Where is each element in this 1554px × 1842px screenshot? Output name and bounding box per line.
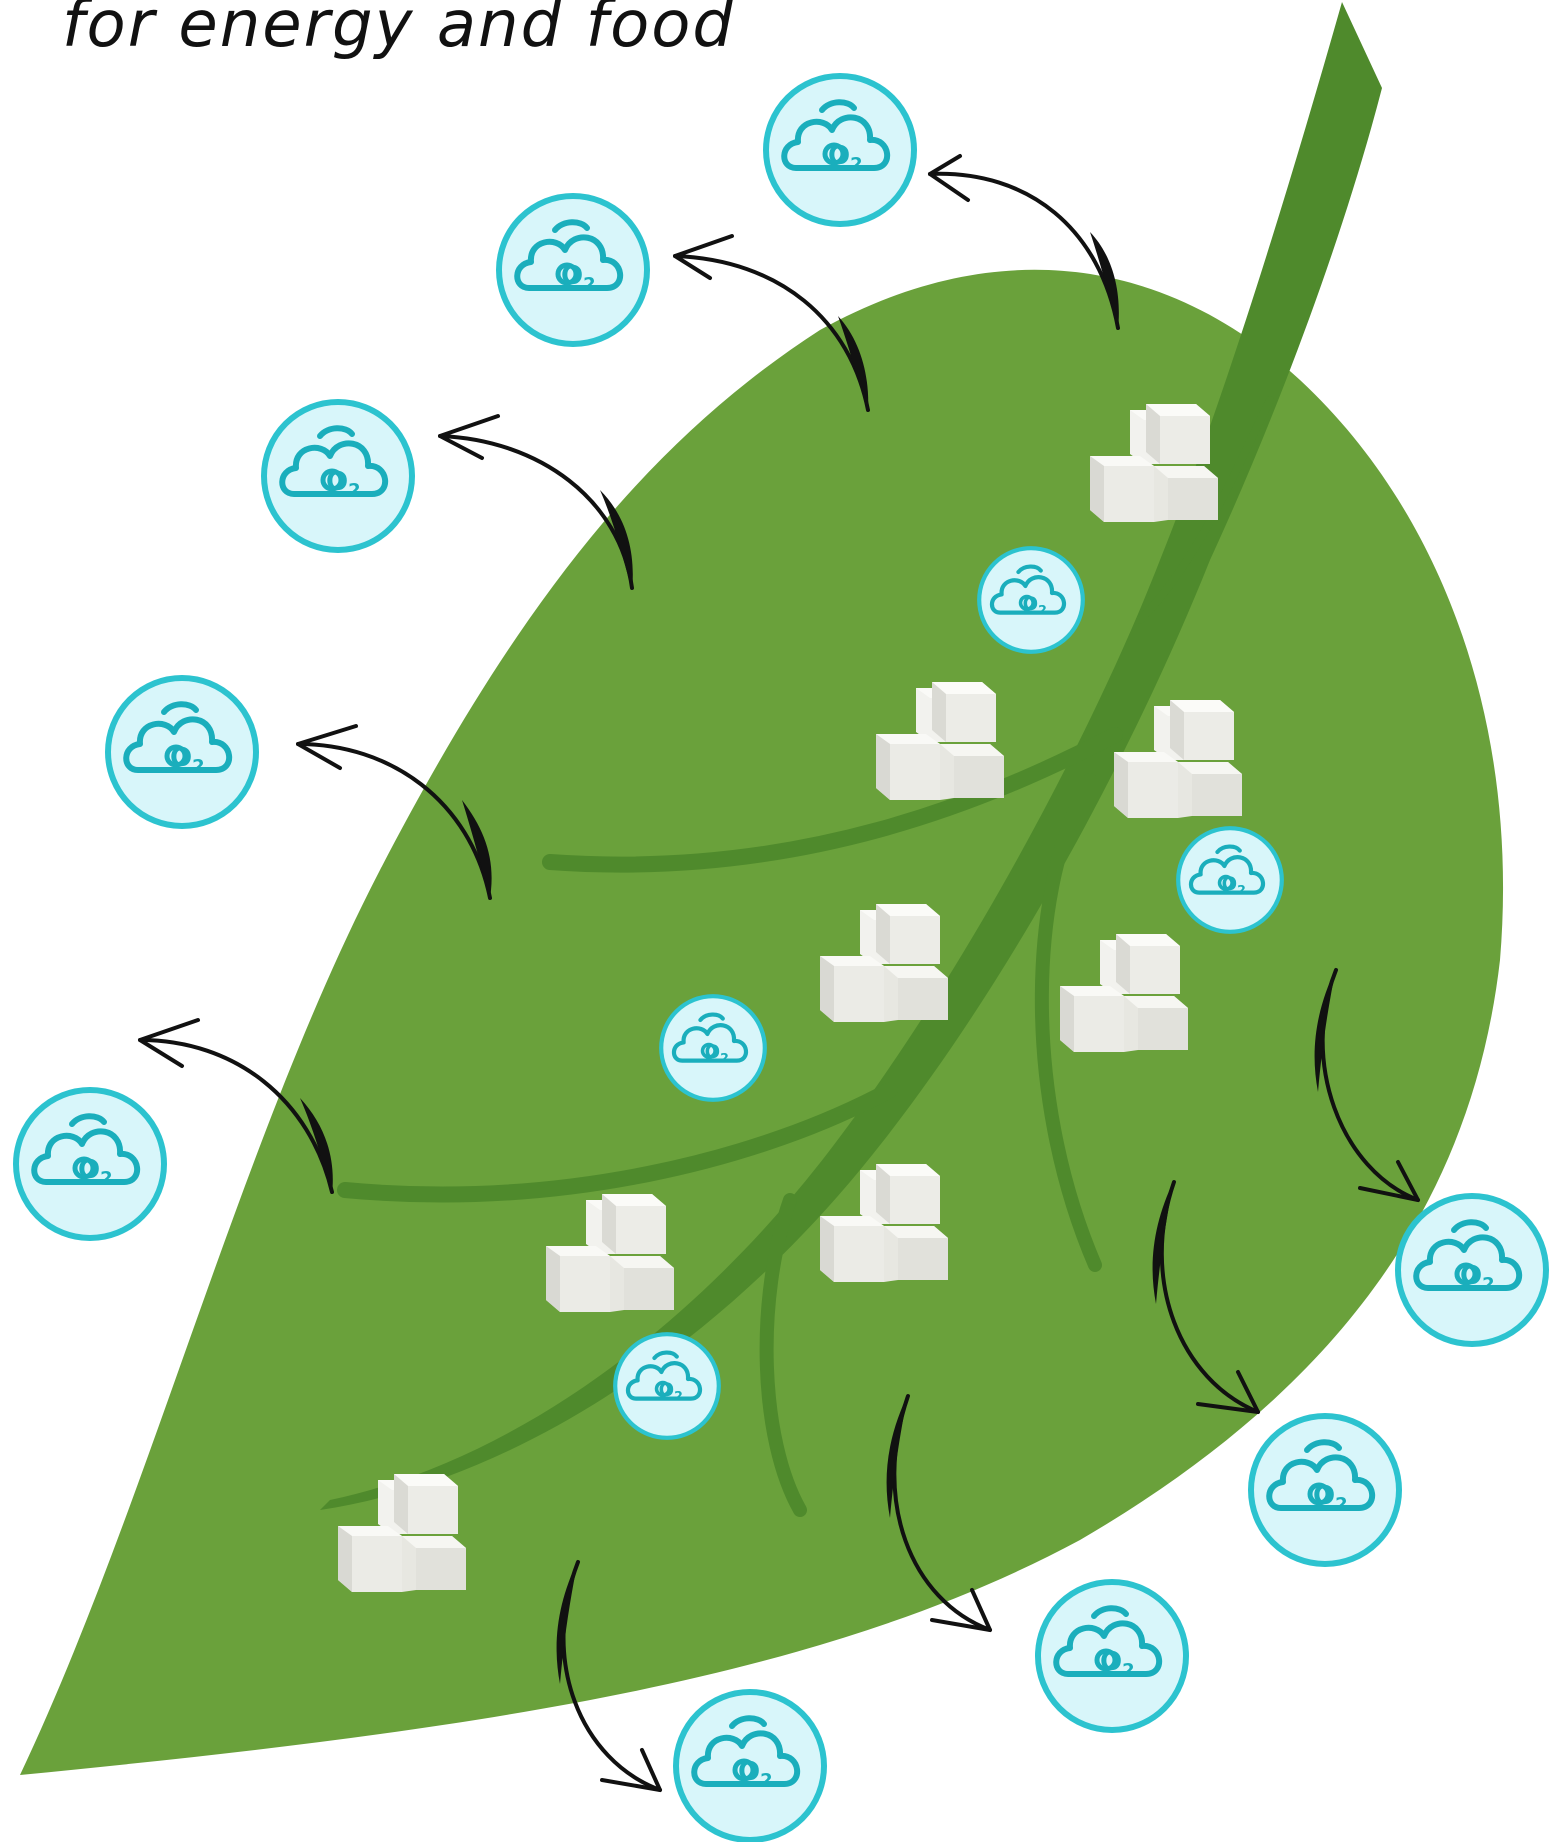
oxygen-cloud-icon: O2 <box>661 996 765 1100</box>
oxygen-cloud-icon: O2 <box>676 1692 824 1840</box>
oxygen-cloud-icon: O2 <box>1398 1196 1546 1344</box>
oxygen-cloud-icon: O2 <box>16 1090 164 1238</box>
oxygen-cloud-icon: O2 <box>1038 1582 1186 1730</box>
oxygen-cloud-icon: O2 <box>766 76 914 224</box>
oxygen-cloud-icon: O2 <box>979 548 1083 652</box>
oxygen-cloud-icon: O2 <box>108 678 256 826</box>
oxygen-cloud-icon: O2 <box>264 402 412 550</box>
oxygen-cloud-icon: O2 <box>1178 828 1282 932</box>
oxygen-cloud-icon: O2 <box>499 196 647 344</box>
oxygen-cloud-icon: O2 <box>615 1334 719 1438</box>
oxygen-cloud-icon: O2 <box>1251 1416 1399 1564</box>
